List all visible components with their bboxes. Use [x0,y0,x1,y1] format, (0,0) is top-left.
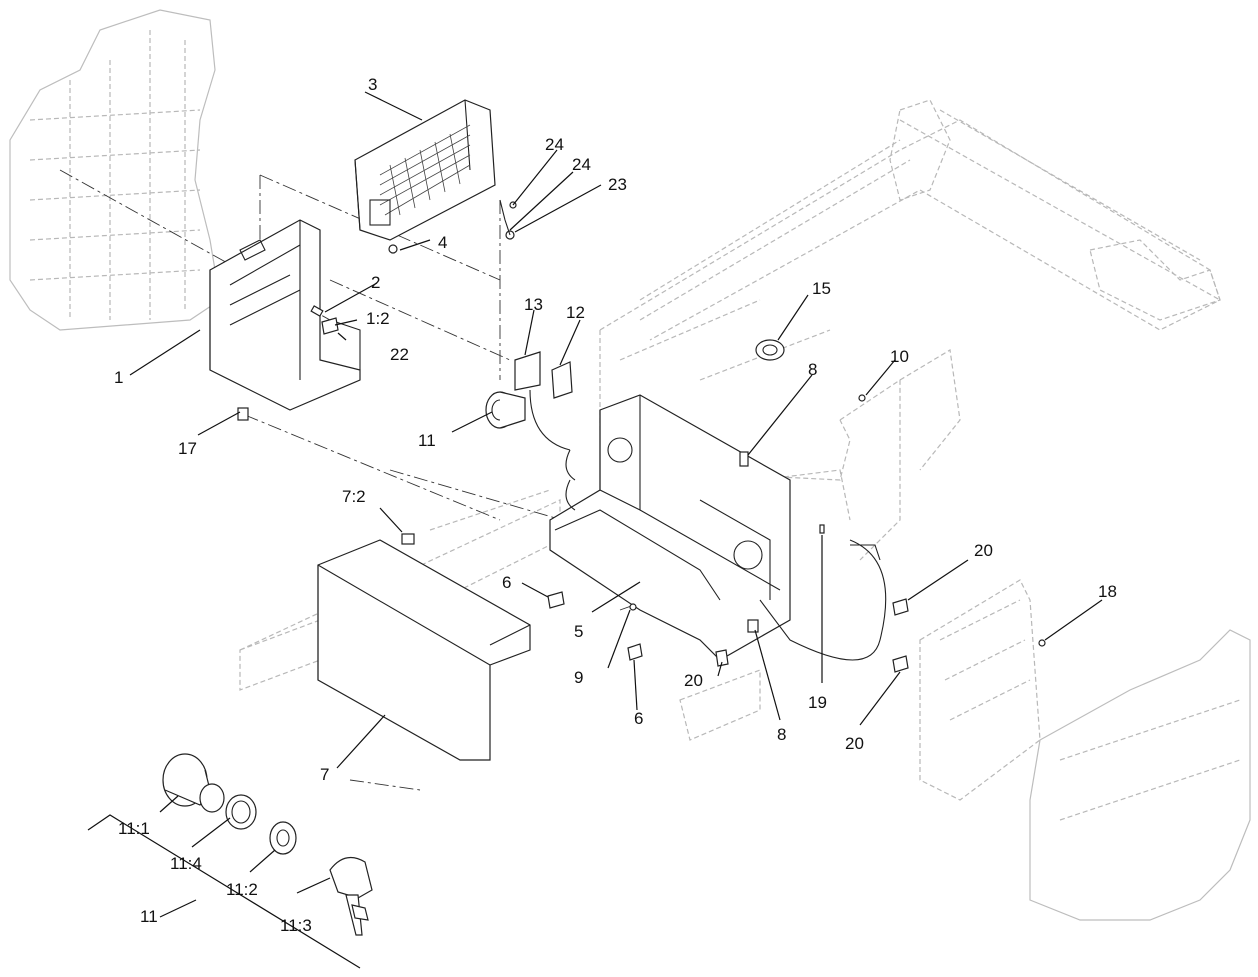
leader-lines [129,91,1103,918]
callout-7-2: 7:2 [342,487,366,506]
cover [317,533,531,761]
mounting-plate [209,219,361,411]
callout-12: 12 [566,303,585,322]
ghost-right-plates [679,579,1251,921]
callout-20a: 20 [974,541,993,560]
callout-23: 23 [608,175,627,194]
connector-13 [514,351,571,451]
callout-20b: 20 [684,671,703,690]
hardware [237,199,1046,673]
control-module [354,99,496,241]
callout-5: 5 [574,622,583,641]
callout-15: 15 [812,279,831,298]
callout-24a: 24 [545,135,564,154]
callout-11-2: 11:2 [226,880,258,899]
callout-11-1: 11:1 [118,819,150,838]
callout-8b: 8 [777,725,786,744]
callout-19: 19 [808,693,827,712]
ignition-switch [485,391,526,429]
callout-20c: 20 [845,734,864,753]
wire-harness [759,539,887,661]
callout-24b: 24 [572,155,591,174]
callout-7: 7 [320,765,329,784]
callout-2: 2 [371,273,380,292]
bracket-12 [551,361,573,399]
callout-3: 3 [368,75,377,94]
callout-11: 11 [418,431,436,450]
callout-4: 4 [438,233,447,252]
callout-1: 1 [114,368,123,387]
callout-labels: 1 2 1:2 3 4 5 6 6 7 7:2 8 8 9 10 11 11 1… [114,75,1117,935]
grommet-15 [755,339,785,361]
key-switch-assembly [87,753,373,969]
callout-18: 18 [1098,582,1117,601]
callout-10: 10 [890,347,909,366]
callout-17: 17 [178,439,197,458]
callout-22: 22 [390,345,409,364]
bracket-box [549,394,791,661]
callout-6a: 6 [502,573,511,592]
callout-13: 13 [524,295,543,314]
callout-8a: 8 [808,360,817,379]
callout-11-4: 11:4 [170,854,202,873]
callout-1-2: 1:2 [366,309,390,328]
callout-6b: 6 [634,709,643,728]
callout-11b: 11 [140,907,158,926]
ghost-left-panel [9,9,221,331]
callout-9: 9 [574,668,583,687]
callout-11-3: 11:3 [280,916,312,935]
